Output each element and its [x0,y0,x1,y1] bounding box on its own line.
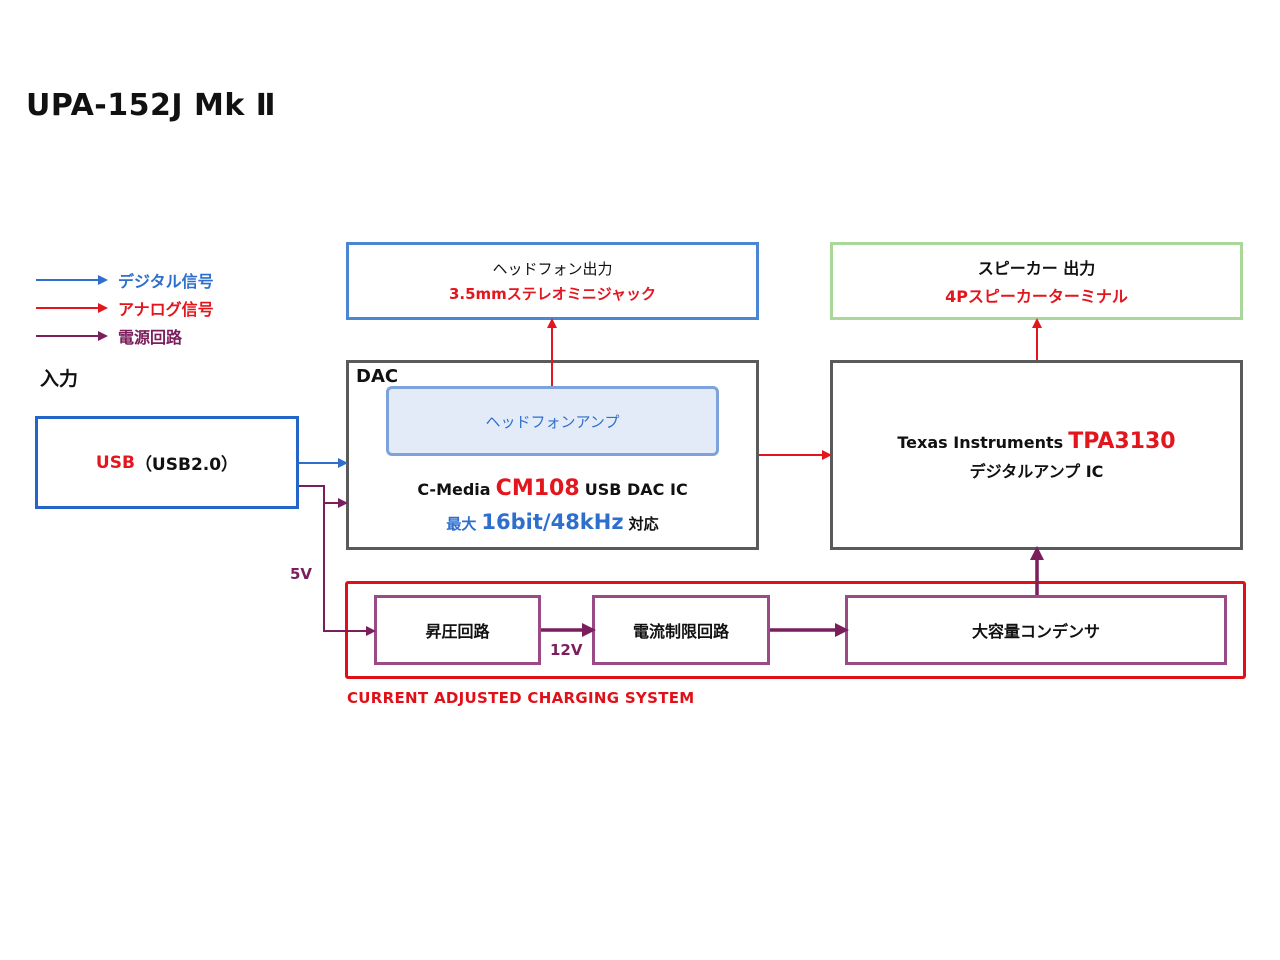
dac-spec-suffix: 対応 [628,515,659,533]
headphone-output-jack: 3.5mmステレオミニジャック [448,285,657,303]
legend-analog-label: アナログ信号 [118,300,214,319]
capacitor-label: 大容量コンデンサ [971,622,1100,641]
amp-maker: Texas Instruments [897,432,1064,452]
dac-chip: CM108 [495,476,580,501]
headphone-amp-block: ヘッドフォンアンプ [386,386,719,456]
dac-spec-prefix: 最大 [446,515,477,533]
dac-label: DAC [356,366,399,387]
headphone-output-title: ヘッドフォン出力 [492,260,613,278]
page-title: UPA-152J Mk Ⅱ [26,88,277,123]
dac-spec-line: 最大 16bit/48kHz 対応 [349,510,756,534]
usb-5v-power-line [299,485,376,636]
amp-chip: TPA3130 [1068,428,1176,454]
speaker-output-terminal: 4Pスピーカーターミナル [945,287,1128,306]
usb-detail: （USB2.0） [134,455,239,475]
input-label: 入力 [40,368,79,390]
dac-maker: C-Media [417,480,491,499]
voltage-5v: 5V [290,565,313,583]
dac-box: DAC ヘッドフォンアンプ C-Media CM108 USB DAC IC 最… [346,360,759,550]
dac-chip-line: C-Media CM108 USB DAC IC [349,476,756,501]
voltage-12v: 12V [550,641,583,659]
amp-ic-line: Texas Instruments TPA3130 [897,429,1175,454]
dac-chip-suffix: USB DAC IC [584,480,688,499]
dac-spec: 16bit/48kHz [481,510,624,534]
speaker-output-title: スピーカー 出力 [977,259,1096,278]
usb-name: USB [95,452,135,473]
usb-box: USB （USB2.0） [35,416,299,509]
legend-digital-label: デジタル信号 [118,272,214,291]
current-limit-label: 電流制限回路 [632,622,729,641]
boost-circuit-label: 昇圧回路 [425,622,490,641]
charging-system-caption: CURRENT ADJUSTED CHARGING SYSTEM [347,689,695,707]
legend-power-label: 電源回路 [118,328,183,347]
headphone-amp-label: ヘッドフォンアンプ [485,412,620,431]
amp-desc: デジタルアンプ IC [969,461,1104,481]
